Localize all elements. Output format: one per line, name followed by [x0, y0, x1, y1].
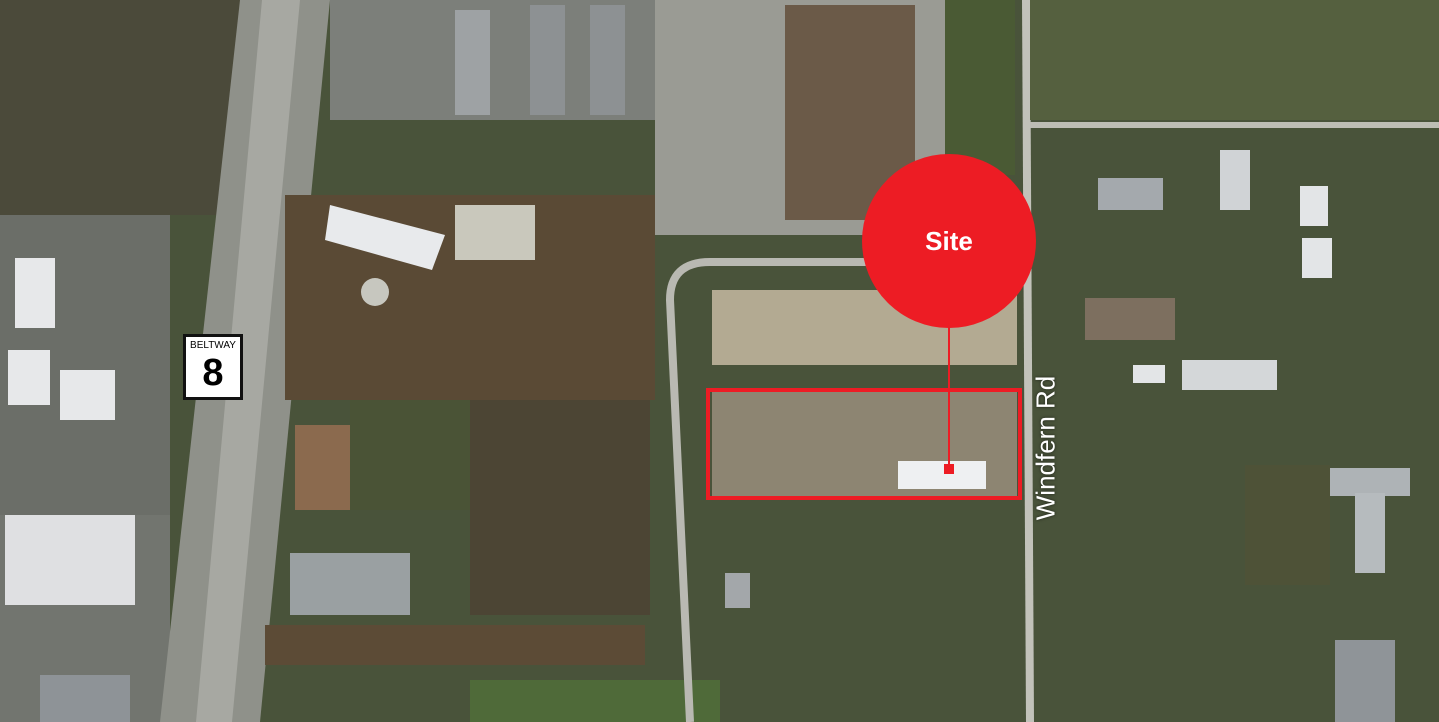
shield-top-text: BELTWAY: [190, 340, 236, 351]
site-pointer-marker: [944, 464, 954, 474]
shield-number: 8: [202, 352, 224, 394]
beltway-8-shield: BELTWAY 8: [183, 334, 243, 400]
site-marker-circle: [862, 154, 1036, 328]
site-label: Site: [925, 225, 973, 256]
site-boundary: [706, 388, 1022, 500]
road-label-windfern-rd: Windfern Rd: [1030, 375, 1061, 521]
